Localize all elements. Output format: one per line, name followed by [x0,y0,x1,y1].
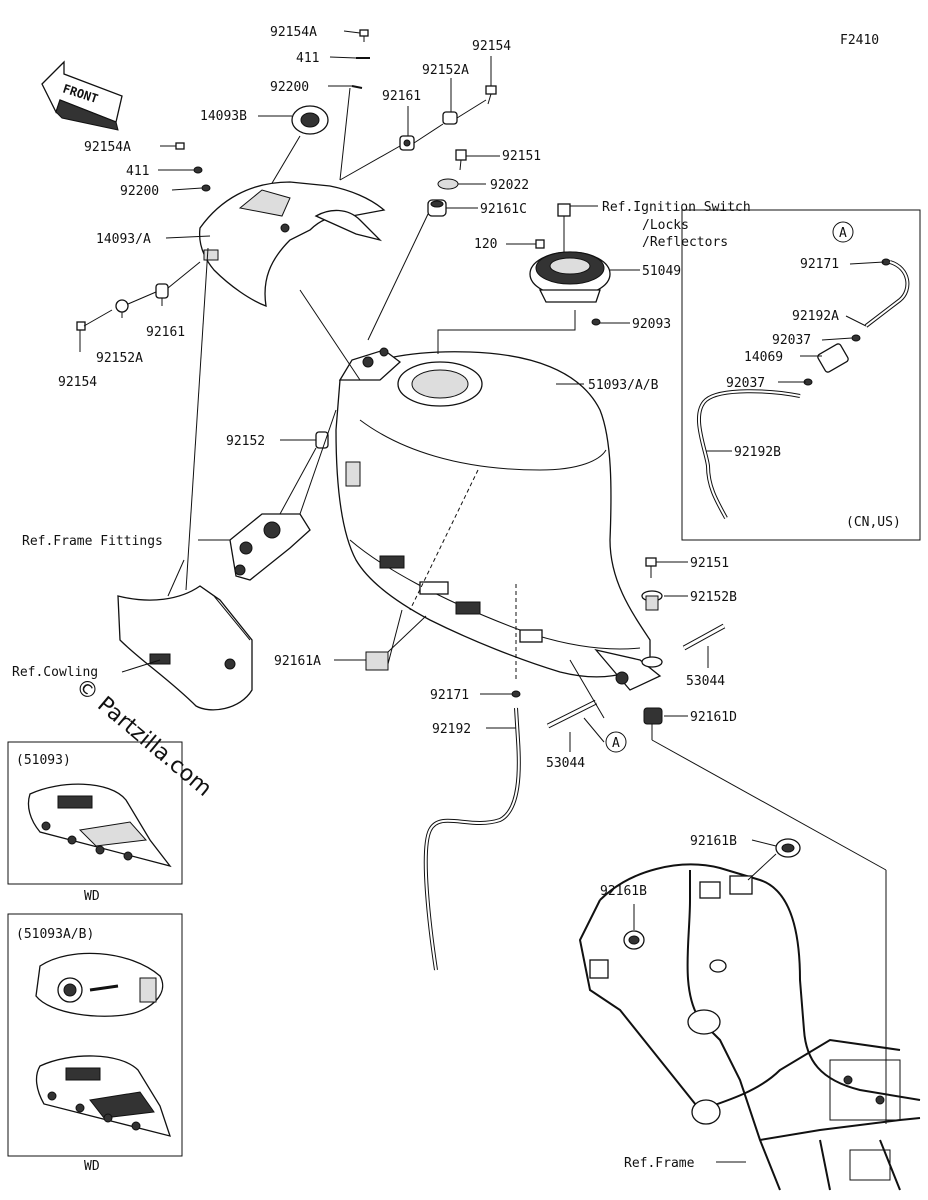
callout-92192: 92192 [432,722,471,737]
callout-92161D: 92161D [690,710,737,725]
filler-cap [437,203,611,354]
hardware-right [641,557,887,1124]
inset-label-92171: 92171 [800,257,839,272]
inset-51093-caption: WD [84,889,100,904]
inset-cn-us-labels: A 92171 92192A 92037 14069 92037 92192B … [726,226,901,530]
callout-92152: 92152 [226,434,265,449]
callout-53044-right: 53044 [686,674,725,689]
callout-92161A: 92161A [274,654,321,669]
callout-411-left: 411 [126,164,149,179]
callout-92161B-left: 92161B [600,884,647,899]
inset-51093ab-title: (51093A/B) [16,927,94,942]
reference-circle-a [605,731,627,753]
callout-14093B: 14093B [200,109,247,124]
callout-411-top: 411 [296,51,319,66]
callout-53044-left: 53044 [546,756,585,771]
callout-92200-left: 92200 [120,184,159,199]
inset-51093-title: (51093) [16,753,71,768]
inset-label-92037-bot: 92037 [726,376,765,391]
callout-14093A: 14093/A [96,232,151,247]
tank-cover [198,181,386,307]
leader-lines [79,30,885,1163]
callout-120: 120 [474,237,497,252]
frame-fittings [229,409,337,581]
callout-51049: 51049 [642,264,681,279]
inset-label-92192A: 92192A [792,309,839,324]
callout-92154-top: 92154 [472,39,511,54]
front-arrow-icon: FRONT [41,60,123,131]
inset-region-label: (CN,US) [846,515,901,530]
callout-92152A-top: 92152A [422,63,469,78]
inset-51093 [7,741,183,885]
callout-ref-frame: Ref.Frame [624,1156,695,1171]
callout-ref-reflectors: /Reflectors [642,235,728,250]
callout-ref-ignition: Ref.Ignition Switch [602,200,751,215]
fuel-tank [335,347,662,691]
inset-cn-us [681,209,921,541]
callout-92093: 92093 [632,317,671,332]
callout-92022: 92022 [490,178,529,193]
callout-92200-top: 92200 [270,80,309,95]
callout-92161-left: 92161 [146,325,185,340]
callout-ref-locks: /Locks [642,218,689,233]
callout-92151-right: 92151 [690,556,729,571]
callout-ref-cowling: Ref.Cowling [12,665,98,680]
cowling [117,247,253,711]
callout-92152B: 92152B [690,590,737,605]
hose-92192 [365,584,521,971]
pipes-53044 [546,623,726,743]
frame [578,838,921,1191]
hardware-center [299,149,467,381]
callout-92161-top: 92161 [382,89,421,104]
callout-92171-mid: 92171 [430,688,469,703]
hardware-top [261,29,497,201]
callout-a-mid: A [612,736,620,751]
callout-92151-top: 92151 [502,149,541,164]
inset-circle-a: A [839,226,847,241]
inset-51093ab [7,913,183,1157]
callout-92154A-left: 92154A [84,140,131,155]
inset-label-14069: 14069 [744,350,783,365]
inset-51093ab-caption: WD [84,1159,100,1174]
callout-92152A-left: 92152A [96,351,143,366]
inset-label-92037-top: 92037 [772,333,811,348]
callout-92154A-top: 92154A [270,25,317,40]
figure-code: F2410 [840,33,879,48]
callout-ref-frame-fittings: Ref.Frame Fittings [22,534,163,549]
callout-labels: 92154A 411 92200 92154 92152A 92161 1409… [12,25,751,1171]
callout-92161B-right: 92161B [690,834,737,849]
callout-92161C: 92161C [480,202,527,217]
callout-92154-left: 92154 [58,375,97,390]
inset-label-92192B: 92192B [734,445,781,460]
callout-51093AB: 51093/A/B [588,378,659,393]
